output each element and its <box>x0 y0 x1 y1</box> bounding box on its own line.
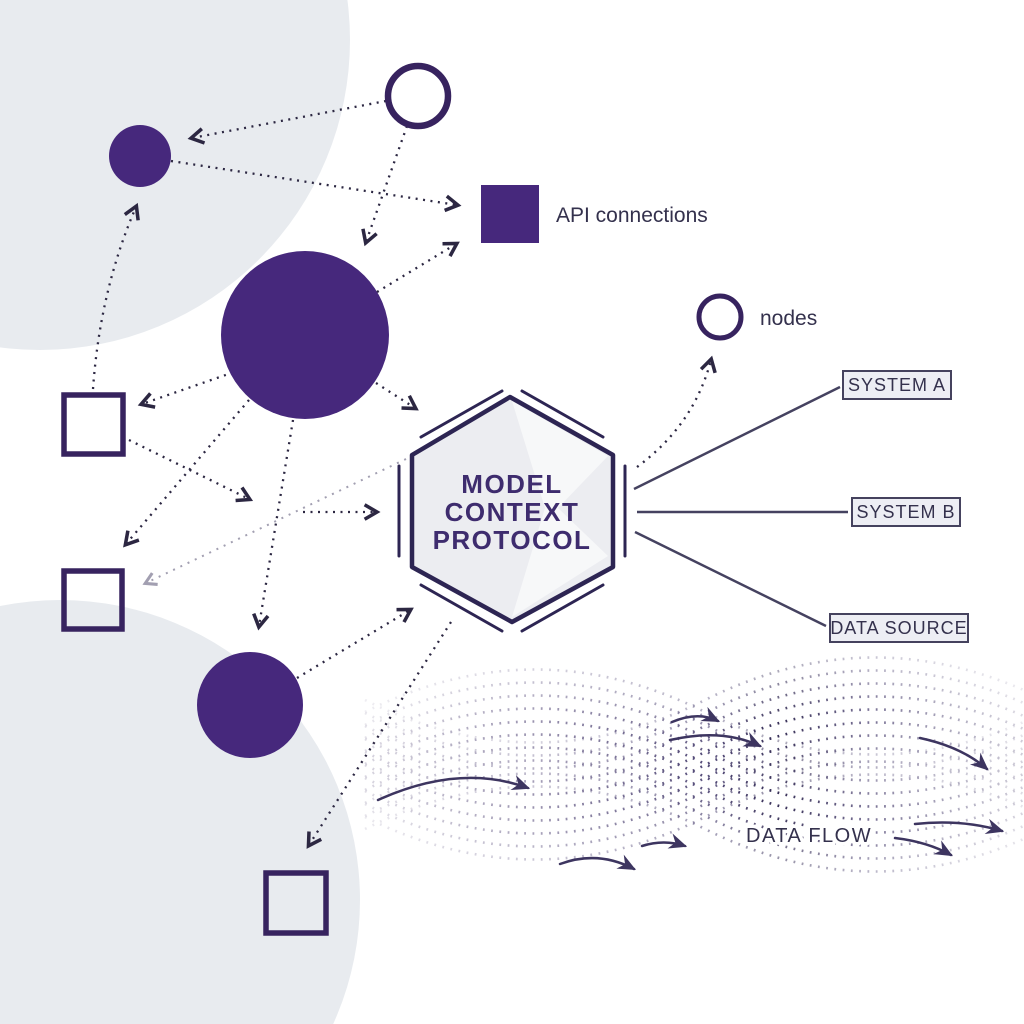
nodes-label: nodes <box>760 307 817 330</box>
wave-flow-arrows <box>376 706 1005 871</box>
api-connections-label: API connections <box>556 204 708 227</box>
data-flow-label: DATA FLOW <box>746 825 872 847</box>
hexagon-sheen <box>512 401 608 617</box>
connector-hexagon-to-square2 <box>142 458 407 586</box>
small-purple-circle-node <box>109 125 171 187</box>
connector-outlined-circle-to-small-circle <box>187 99 387 145</box>
system-a-label: SYSTEM A <box>848 375 946 395</box>
connector-square1-to-small-circle <box>91 202 140 390</box>
line-hexagon-to-data-source <box>634 530 827 628</box>
wave-dotted-lines <box>364 656 1024 873</box>
data-source-label: DATA SOURCE <box>830 618 967 638</box>
connector-outlined-circle-to-large-circle <box>361 125 409 247</box>
outlined-square-node-2 <box>61 568 125 632</box>
outlined-square-node-3 <box>263 870 329 936</box>
mcp-hexagon: MODEL CONTEXT PROTOCOL <box>397 389 627 633</box>
connector-hexagon-to-nodes-circle <box>636 355 717 468</box>
system-a-box: SYSTEM A <box>842 370 952 400</box>
connector-large-circle-to-square1 <box>137 368 241 409</box>
outlined-circle-node-top <box>384 62 452 130</box>
large-purple-circle-node <box>221 251 389 419</box>
system-b-label: SYSTEM B <box>856 502 955 522</box>
connector-small-circle-to-api-square <box>170 159 462 213</box>
connector-large-circle-to-square2 <box>123 399 250 548</box>
dashed-connectors <box>91 99 717 849</box>
hexagon-title-line2: CONTEXT <box>445 497 580 527</box>
line-hexagon-to-system-a <box>633 385 841 491</box>
hexagon-title-line3: PROTOCOL <box>433 525 592 555</box>
connector-bottom-circle-to-hexagon <box>296 607 414 679</box>
node-circle-icon <box>696 293 744 341</box>
data-flow-wave: DATA FLOW <box>364 656 1024 873</box>
connector-large-circle-to-hexagon <box>375 382 419 411</box>
hexagon-title-line1: MODEL <box>461 469 562 499</box>
data-source-box: DATA SOURCE <box>829 613 969 643</box>
api-square-icon <box>481 185 539 243</box>
connector-large-circle-to-bottom-circle <box>252 419 295 631</box>
background-circle-bottom-left <box>0 600 360 1024</box>
bottom-purple-circle-node <box>197 652 303 758</box>
solid-connectors <box>633 385 848 628</box>
background-circle-top-left <box>0 0 350 350</box>
outlined-square-node-1 <box>61 392 126 457</box>
hexagon-accent-lines <box>397 389 627 633</box>
connector-large-circle-to-api-square <box>376 241 460 293</box>
system-b-box: SYSTEM B <box>851 497 961 527</box>
